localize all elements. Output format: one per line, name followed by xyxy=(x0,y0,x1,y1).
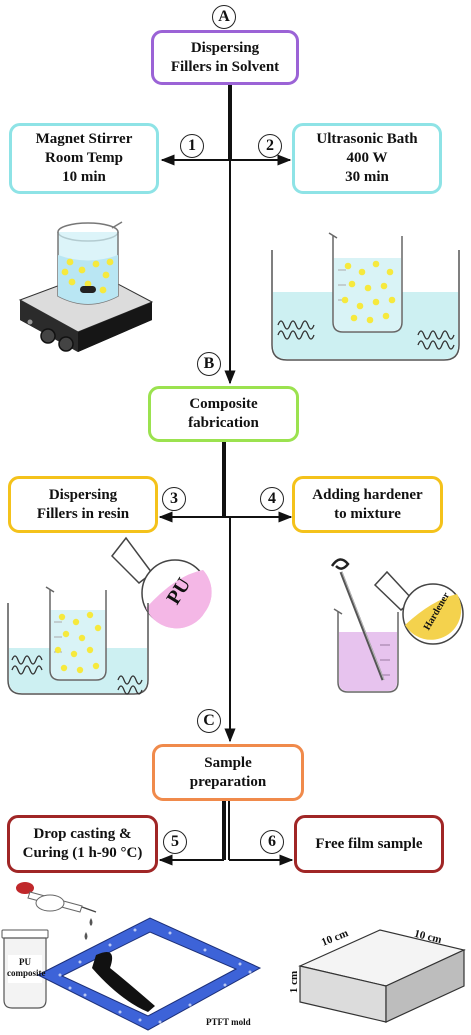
step-2-marker: 2 xyxy=(258,134,282,158)
free-film-cube-illustration xyxy=(298,929,466,1023)
pu-resin-illustration xyxy=(7,536,212,695)
cube-height-label: 1 cm xyxy=(288,970,301,994)
step-4-marker: 4 xyxy=(260,487,284,511)
free-film-box: Free film sample xyxy=(294,815,444,873)
step-1-marker: 1 xyxy=(180,134,204,158)
step-a-marker: A xyxy=(212,5,236,29)
mold-label: PTFT mold xyxy=(206,1017,251,1027)
step-6-marker: 6 xyxy=(260,830,284,854)
step-c-marker: C xyxy=(197,709,221,733)
step-3-marker: 3 xyxy=(162,487,186,511)
magnet-stirrer-illustration xyxy=(18,221,154,352)
step-5-marker: 5 xyxy=(163,830,187,854)
ultrasonic-bath-illustration xyxy=(271,232,460,361)
flow-connectors xyxy=(158,85,294,866)
drop-casting-illustration xyxy=(1,882,262,1031)
step-b-marker: B xyxy=(197,352,221,376)
drop-casting-box: Drop casting &Curing (1 h-90 °C) xyxy=(7,815,158,873)
hardener-illustration xyxy=(330,558,464,693)
